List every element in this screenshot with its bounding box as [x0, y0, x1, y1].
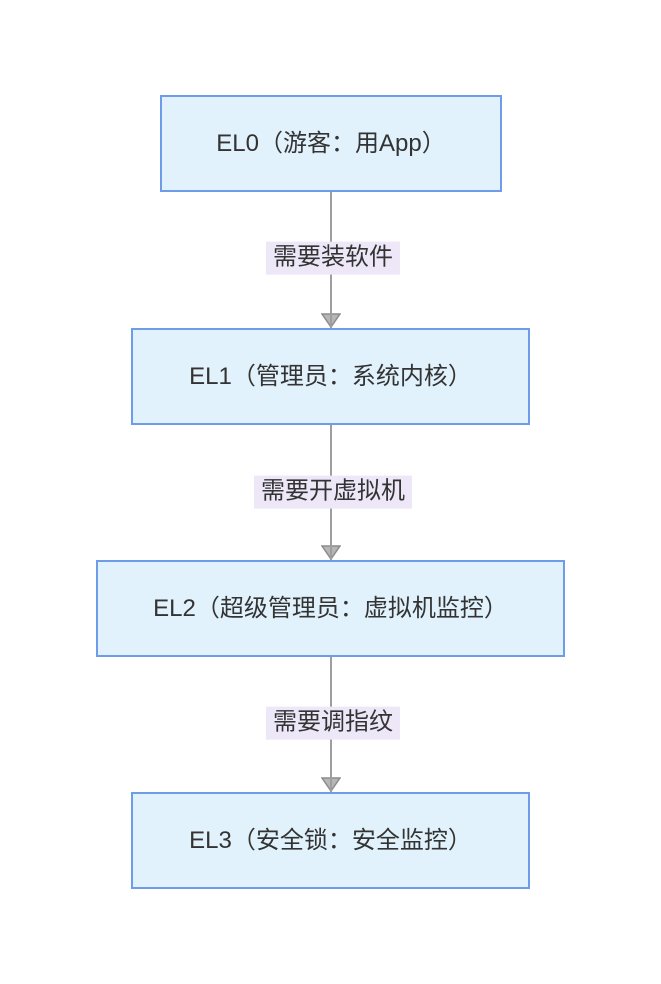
- node-el2-label: EL2（超级管理员：虚拟机监控）: [153, 594, 508, 622]
- node-el0: EL0（游客：用App）: [160, 95, 502, 192]
- edge-label-el1-el2: 需要开虚拟机: [254, 475, 412, 509]
- node-el2: EL2（超级管理员：虚拟机监控）: [96, 560, 565, 657]
- node-el0-label: EL0（游客：用App）: [216, 129, 446, 157]
- node-el3-label: EL3（安全锁：安全监控）: [189, 826, 472, 854]
- node-el1: EL1（管理员：系统内核）: [131, 328, 530, 425]
- node-el1-label: EL1（管理员：系统内核）: [189, 362, 472, 390]
- node-el3: EL3（安全锁：安全监控）: [131, 792, 530, 889]
- edge-label-el0-el1: 需要装软件: [266, 241, 400, 275]
- edge-label-el2-el3: 需要调指纹: [266, 706, 400, 740]
